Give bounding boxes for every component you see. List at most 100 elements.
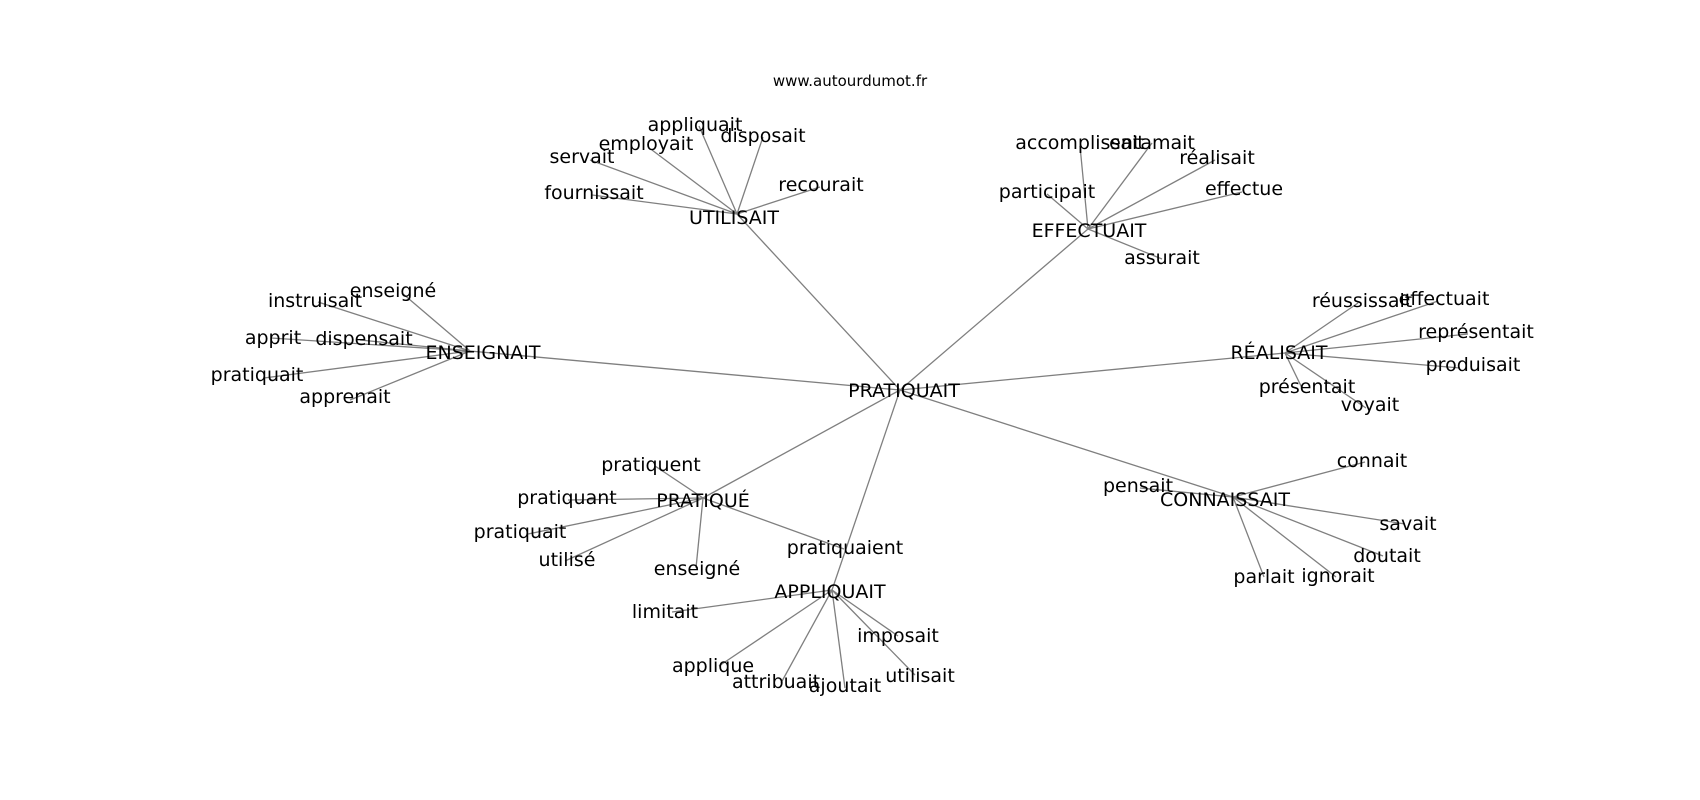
edge-realisait-0 bbox=[1284, 302, 1359, 354]
word-node-utilisait-5: fournissait bbox=[544, 182, 643, 204]
edge-center-pratique bbox=[702, 389, 901, 499]
edge-pratique-2 bbox=[527, 497, 704, 535]
edge-connaissait-1 bbox=[1139, 487, 1234, 498]
word-node-realisait-2: représentait bbox=[1418, 321, 1534, 343]
edge-utilisait-3 bbox=[589, 159, 738, 215]
edge-pratique-3 bbox=[564, 497, 704, 562]
word-node-realisait-0: réussissait bbox=[1312, 290, 1412, 312]
word-node-connaissait-3: doutait bbox=[1353, 545, 1421, 567]
word-node-realisait-3: produisait bbox=[1426, 354, 1521, 376]
hub-node-connaissait: CONNAISSAIT bbox=[1160, 489, 1290, 511]
edge-utilisait-5 bbox=[591, 194, 738, 215]
edge-effectuait-0 bbox=[1079, 145, 1089, 230]
edge-enseignait-1 bbox=[317, 301, 471, 352]
word-node-enseignait-0: enseigné bbox=[350, 280, 436, 302]
word-node-appliquait-1: imposait bbox=[857, 625, 939, 647]
edge-realisait-2 bbox=[1284, 333, 1469, 354]
word-node-connaissait-4: parlait bbox=[1233, 566, 1294, 588]
edge-realisait-3 bbox=[1284, 352, 1461, 369]
hub-node-realisait: RÉALISAIT bbox=[1230, 341, 1327, 364]
edge-pratique-0 bbox=[654, 465, 704, 499]
edge-appliquait-5 bbox=[831, 589, 846, 689]
edge-enseignait-3 bbox=[359, 339, 471, 352]
hub-node-utilisait: UTILISAIT bbox=[689, 207, 779, 229]
word-node-enseignait-2: apprit bbox=[245, 327, 301, 349]
word-node-utilisait-1: employait bbox=[599, 133, 694, 155]
edge-connaissait-2 bbox=[1232, 496, 1406, 525]
word-node-pratique-3: utilisé bbox=[539, 549, 596, 571]
edge-pratique-1 bbox=[567, 497, 704, 501]
word-node-effectuait-1: entamait bbox=[1109, 132, 1195, 154]
edge-effectuait-4 bbox=[1087, 191, 1243, 230]
edge-effectuait-3 bbox=[1046, 193, 1089, 230]
edge-connaissait-5 bbox=[1232, 496, 1337, 578]
hub-node-effectuait: EFFECTUAIT bbox=[1032, 220, 1147, 242]
word-node-utilisait-0: appliquait bbox=[648, 114, 743, 136]
word-node-effectuait-5: assurait bbox=[1124, 247, 1200, 269]
edge-realisait-4 bbox=[1284, 352, 1303, 389]
edge-connaissait-4 bbox=[1232, 496, 1265, 578]
center-node-label: PRATIQUAIT bbox=[848, 380, 960, 402]
edge-connaissait-3 bbox=[1232, 496, 1384, 557]
hub-node-enseignait: ENSEIGNAIT bbox=[425, 342, 540, 364]
word-node-effectuait-4: effectue bbox=[1205, 178, 1283, 200]
word-node-realisait-4: présentait bbox=[1259, 376, 1356, 398]
edge-utilisait-2 bbox=[736, 136, 764, 215]
edge-appliquait-4 bbox=[780, 589, 833, 684]
word-node-connaissait-1: pensait bbox=[1103, 475, 1173, 497]
edge-utilisait-1 bbox=[651, 149, 738, 215]
word-node-pratique-5: pratiquaient bbox=[787, 537, 903, 559]
word-node-appliquait-0: limitait bbox=[632, 601, 698, 623]
word-node-appliquait-4: attribuait bbox=[732, 671, 820, 693]
edge-enseignait-4 bbox=[263, 350, 471, 379]
edge-center-enseignait bbox=[469, 350, 901, 391]
word-node-appliquait-3: utilisait bbox=[885, 665, 955, 687]
edge-effectuait-5 bbox=[1087, 228, 1163, 260]
edge-center-appliquait bbox=[831, 389, 901, 591]
word-node-pratique-4: enseigné bbox=[654, 558, 740, 580]
edge-pratique-5 bbox=[702, 497, 845, 550]
hub-node-appliquait: APPLIQUAIT bbox=[774, 581, 886, 603]
word-node-utilisait-2: disposait bbox=[720, 125, 805, 147]
edge-center-realisait bbox=[899, 352, 1286, 391]
word-node-connaissait-0: connait bbox=[1337, 450, 1408, 472]
word-node-effectuait-0: accomplissait bbox=[1015, 132, 1144, 154]
edge-center-utilisait bbox=[736, 213, 901, 391]
edge-appliquait-3 bbox=[831, 589, 916, 676]
edge-enseignait-5 bbox=[349, 350, 471, 401]
word-node-enseignait-5: apprenait bbox=[299, 386, 390, 408]
hub-node-pratique: PRATIQUÉ bbox=[656, 489, 750, 512]
word-node-realisait-5: voyait bbox=[1341, 394, 1399, 416]
edge-enseignait-0 bbox=[401, 292, 471, 352]
edge-center-connaissait bbox=[899, 389, 1234, 498]
edge-pratique-4 bbox=[695, 497, 704, 569]
word-node-utilisait-3: servait bbox=[549, 146, 614, 168]
edge-realisait-1 bbox=[1284, 300, 1439, 354]
source-label: www.autourdumot.fr bbox=[772, 72, 928, 90]
word-node-effectuait-3: participait bbox=[999, 181, 1095, 203]
edge-realisait-5 bbox=[1284, 352, 1367, 409]
word-node-connaissait-2: savait bbox=[1379, 513, 1436, 535]
word-node-effectuait-2: réalisait bbox=[1179, 147, 1255, 169]
word-node-pratique-2: pratiquait bbox=[474, 521, 567, 543]
edge-appliquait-0 bbox=[671, 589, 833, 613]
edge-effectuait-1 bbox=[1087, 142, 1153, 230]
word-node-connaissait-5: ignorait bbox=[1301, 565, 1374, 587]
word-node-enseignait-3: dispensait bbox=[315, 328, 412, 350]
edge-enseignait-2 bbox=[270, 337, 471, 352]
word-node-enseignait-4: pratiquait bbox=[211, 364, 304, 386]
edge-appliquait-2 bbox=[718, 589, 833, 667]
edge-utilisait-0 bbox=[698, 125, 738, 215]
word-node-pratique-0: pratiquent bbox=[601, 454, 701, 476]
word-node-appliquait-2: applique bbox=[672, 655, 754, 677]
edges-layer bbox=[263, 125, 1469, 689]
edge-utilisait-4 bbox=[736, 186, 821, 215]
edge-appliquait-1 bbox=[831, 589, 899, 637]
word-node-pratique-1: pratiquant bbox=[517, 487, 616, 509]
word-node-appliquait-5: ajoutait bbox=[809, 675, 881, 697]
edge-effectuait-2 bbox=[1087, 159, 1216, 230]
edge-connaissait-0 bbox=[1232, 461, 1366, 498]
edge-center-effectuait bbox=[899, 228, 1089, 391]
